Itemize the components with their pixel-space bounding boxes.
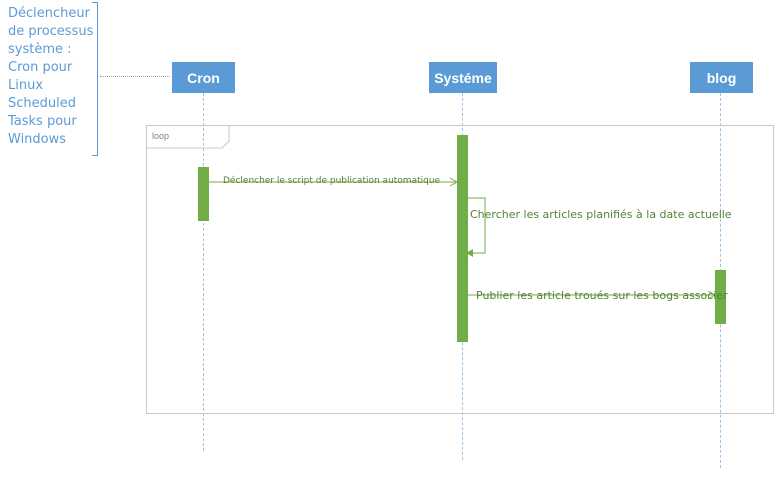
activation-blog: [715, 270, 726, 324]
loop-tab: [147, 126, 230, 149]
note-line: système :: [8, 42, 72, 57]
activation-systeme: [457, 135, 468, 342]
actor-cron[interactable]: Cron: [172, 62, 235, 93]
message-label-publish: Publier les article troués sur les bogs …: [476, 289, 728, 302]
note-line: Cron pour: [8, 60, 73, 75]
system-trigger-note: Déclencheur de processus système : Cron …: [8, 5, 98, 149]
note-line: de processus: [8, 24, 94, 39]
note-bracket: [92, 2, 98, 156]
note-line: Tasks pour: [8, 114, 77, 129]
lifeline-cron: [203, 93, 204, 451]
note-line: Linux: [8, 78, 44, 93]
activation-cron: [198, 167, 209, 221]
loop-fragment: loop: [146, 125, 774, 414]
message-label-trigger: Déclencher le script de publication auto…: [223, 176, 441, 186]
message-label-search: Chercher les articles planifiés à la dat…: [470, 208, 732, 221]
actor-systeme[interactable]: Systéme: [429, 62, 497, 93]
note-line: Déclencheur: [8, 6, 90, 21]
note-line: Windows: [8, 132, 67, 147]
note-line: Scheduled: [8, 96, 76, 111]
loop-label: loop: [152, 131, 170, 141]
note-connector: [100, 76, 170, 77]
actor-blog[interactable]: blog: [690, 62, 753, 93]
